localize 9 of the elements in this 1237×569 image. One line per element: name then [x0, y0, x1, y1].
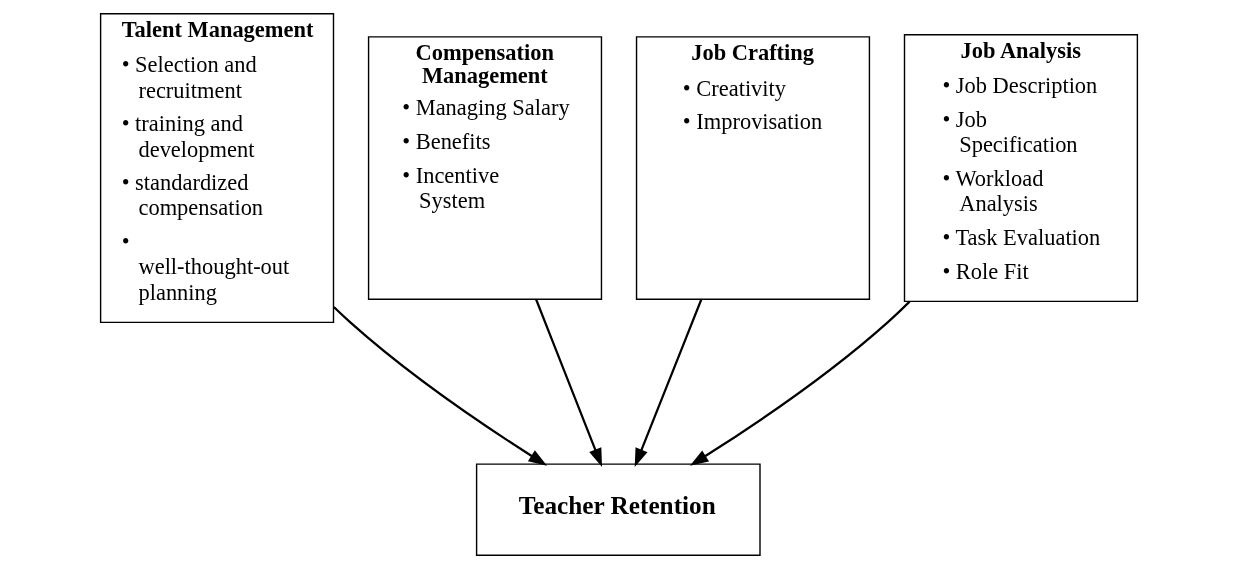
- node-box: Talent Management • Selection and recruitment • training and development • standardized compensation • well-thought-out planning: [99, 13, 334, 324]
- arrow: [332, 306, 547, 466]
- node-box: Job Analysis • Job Description • Job Specification • Workload Analysis • Task Evaluation • Role Fit: [903, 34, 1138, 303]
- arrow: [534, 299, 602, 467]
- arrow: [689, 300, 910, 466]
- node-box: Job Crafting • Creativity • Improvisation: [635, 36, 870, 300]
- arrow: [634, 299, 702, 467]
- node-box: Compensation Management • Managing Salary • Benefits • Incentive System: [367, 36, 602, 300]
- node-box: Teacher Retention: [475, 463, 761, 556]
